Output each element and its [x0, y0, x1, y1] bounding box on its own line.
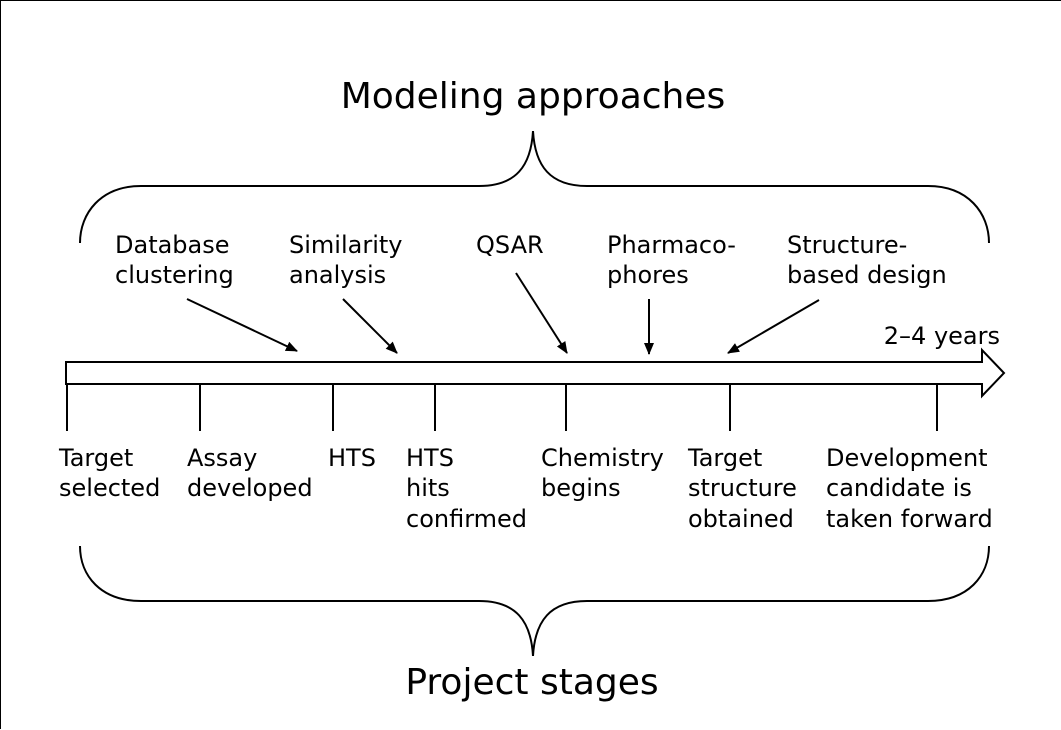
stage-chemistry-begins: Chemistry begins — [541, 444, 671, 502]
stage-target-structure-obtained: Target structure obtained — [687, 444, 805, 533]
stage-target-selected: Target selected — [58, 444, 160, 502]
arrow-similarity-analysis — [342, 298, 398, 354]
duration-label: 2–4 years — [884, 322, 1000, 350]
modeling-approaches-title: Modeling approaches — [341, 76, 726, 117]
approach-database-clustering: Database clustering — [115, 231, 237, 289]
top-brace — [79, 130, 990, 244]
approach-structure-based-design: Structure- based design — [787, 231, 947, 289]
bottom-brace — [79, 545, 990, 657]
approach-similarity-analysis: Similarity analysis — [289, 231, 410, 289]
stage-development-candidate: Development candidate is taken forward — [826, 444, 995, 533]
approach-qsar: QSAR — [476, 231, 544, 259]
stage-assay-developed: Assay developed — [187, 444, 313, 502]
arrow-structure-based-design — [727, 299, 820, 354]
arrow-qsar — [515, 272, 568, 354]
stage-hts-hits-confirmed: HTS hits confirmed — [406, 444, 527, 533]
project-stages-title: Project stages — [405, 662, 658, 703]
timeline-arrow — [65, 347, 1006, 399]
approach-pharmacophores: Pharmaco- phores — [607, 231, 744, 289]
arrow-database-clustering — [186, 298, 298, 352]
stage-hts: HTS — [328, 444, 376, 472]
